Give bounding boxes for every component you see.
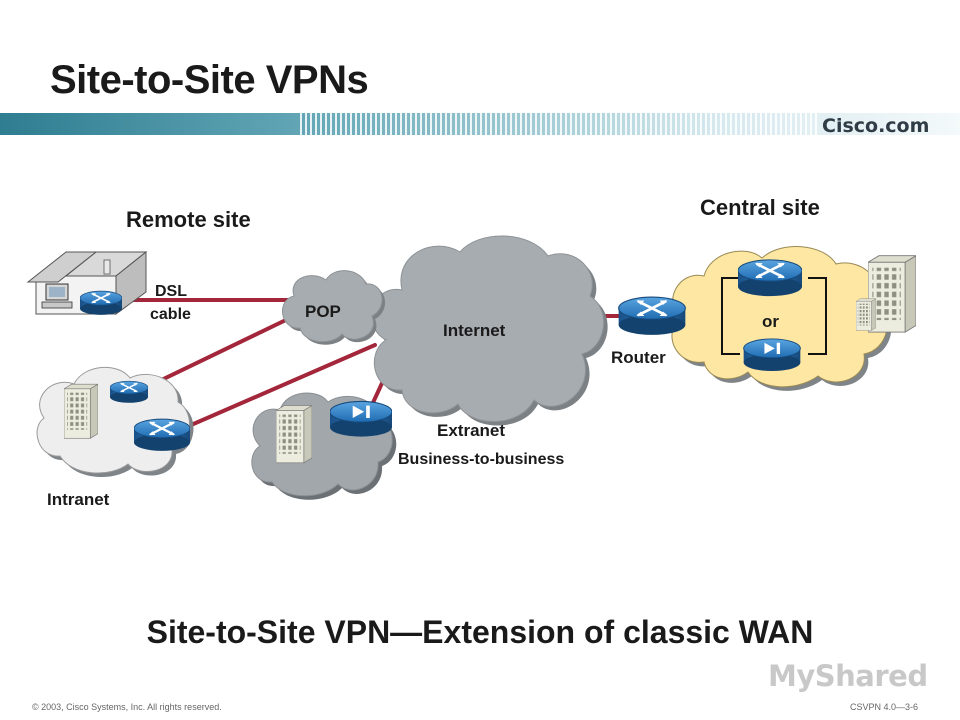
dsl-label: DSL	[155, 283, 187, 300]
central-site-label: Central site	[700, 195, 820, 220]
intranet-building-icon	[64, 383, 98, 439]
header-band	[0, 113, 960, 135]
cisco-logo: Cisco.com	[822, 115, 930, 137]
intranet-label: Intranet	[47, 490, 110, 509]
computer-icon	[41, 283, 73, 309]
central-router-icon	[618, 296, 686, 336]
central-building-small-icon	[856, 298, 876, 331]
pop-label: POP	[305, 302, 341, 321]
copyright-footer: © 2003, Cisco Systems, Inc. All rights r…	[32, 702, 222, 712]
business-to-business-label: Business-to-business	[398, 451, 565, 468]
extranet-building-icon	[276, 405, 312, 464]
intranet-router-small-icon	[110, 380, 148, 404]
intranet-router-icon	[134, 418, 190, 452]
course-code-footer: CSVPN 4.0—3-6	[849, 702, 918, 712]
extranet-label: Extranet	[437, 421, 506, 440]
or-label: or	[762, 312, 779, 331]
central-site-vpn-icon	[743, 338, 801, 372]
slide-title: Site-to-Site VPNs	[50, 58, 369, 102]
central-site-router-icon	[738, 258, 802, 298]
remote-router-icon	[80, 290, 122, 316]
internet-label: Internet	[443, 321, 506, 340]
internet-cloud	[371, 235, 608, 426]
pop-cloud	[282, 270, 386, 345]
slide-subtitle: Site-to-Site VPN—Extension of classic WA…	[146, 614, 814, 650]
myshared-watermark: MyShared	[768, 659, 928, 693]
central-site-cloud	[671, 246, 892, 391]
remote-site-label: Remote site	[126, 207, 251, 232]
cable-label: cable	[150, 306, 191, 323]
router-label: Router	[611, 348, 666, 367]
extranet-vpn-concentrator-icon	[330, 400, 392, 438]
central-site-bracket	[721, 277, 827, 355]
